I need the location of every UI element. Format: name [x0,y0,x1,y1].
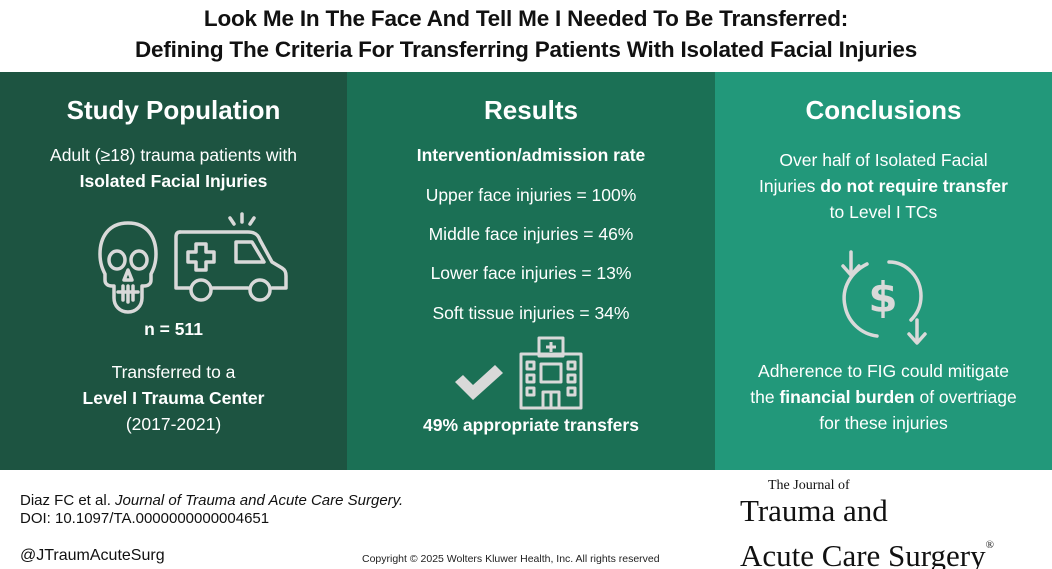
journal-logo-name: Acute Care Surgery [740,538,986,569]
citation-authors: Diaz FC et al. [20,492,116,509]
citation: Diaz FC et al. Journal of Trauma and Acu… [20,492,403,528]
transfer-line-2: Level I Trauma Center [82,388,265,408]
title-line-2: Defining The Criteria For Transferring P… [134,37,918,62]
ambulance-icon [172,210,290,304]
study-desc-line-1: Adult (≥18) trauma patients with [50,145,297,165]
results-heading: Results [484,95,578,125]
checkmark-icon [451,362,507,402]
twitter-handle[interactable]: @JTraumAcuteSurg [20,547,165,564]
title-line-1: Look Me In The Face And Tell Me I Needed… [203,6,849,31]
results-panel: Results Intervention/admission rate Uppe… [347,72,715,470]
panels: Study Population Adult (≥18) trauma pati… [0,72,1052,470]
footer: Diaz FC et al. Journal of Trauma and Acu… [0,470,1052,569]
transfer-line-1: Transferred to a [111,362,236,382]
conclusion-2-emphasis: financial burden [779,387,915,407]
citation-doi: DOI: 10.1097/TA.0000000000004651 [20,510,270,527]
result-item-middle: Middle face injuries = 46% [428,224,634,244]
sample-size: n = 511 [144,319,203,339]
conclusion-2-text-a: the [750,387,780,407]
citation-journal: Journal of Trauma and Acute Care Surgery… [115,492,404,509]
result-item-lower: Lower face injuries = 13% [430,263,632,283]
conclusion-2-text-c: of overtriage [914,387,1017,407]
study-desc-line-2: Isolated Facial Injuries [79,171,268,191]
conclusion-1-text: Injuries [759,176,821,196]
svg-text:$: $ [868,273,897,322]
conclusion-2-line-1: Adherence to FIG could mitigate [758,361,1009,381]
journal-logo-line-2: Trauma and [740,493,888,528]
transfer-line-3: (2017-2021) [125,414,222,434]
skull-icon [96,220,160,316]
results-subheading: Intervention/admission rate [416,145,646,165]
conclusions-heading: Conclusions [805,95,962,125]
conclusions-panel: Conclusions Over half of Isolated Facial… [715,72,1052,470]
appropriate-transfers-summary: 49% appropriate transfers [423,415,639,435]
hospital-icon [517,336,585,410]
result-item-soft-tissue: Soft tissue injuries = 34% [432,303,630,323]
journal-logo-line-3: Acute Care Surgery® [740,528,994,569]
registered-mark: ® [985,539,994,551]
study-population-heading: Study Population [66,95,281,125]
conclusion-1-line-2: Injuries do not require transfer [715,173,1052,199]
journal-logo-line-1: The Journal of [768,478,850,493]
conclusion-1-line-3: to Level I TCs [829,202,938,222]
conclusion-2-line-2: the financial burden of overtriage [715,384,1052,410]
result-item-upper: Upper face injuries = 100% [425,185,637,205]
copyright-notice: Copyright © 2025 Wolters Kluwer Health, … [362,553,660,565]
study-population-panel: Study Population Adult (≥18) trauma pati… [0,72,347,470]
dollar-cycle-icon: $ [831,248,935,348]
conclusion-2-line-3: for these injuries [819,413,948,433]
conclusion-1-emphasis: do not require transfer [820,176,1008,196]
infographic-title: Look Me In The Face And Tell Me I Needed… [0,0,1052,72]
conclusion-1-line-1: Over half of Isolated Facial [779,150,988,170]
